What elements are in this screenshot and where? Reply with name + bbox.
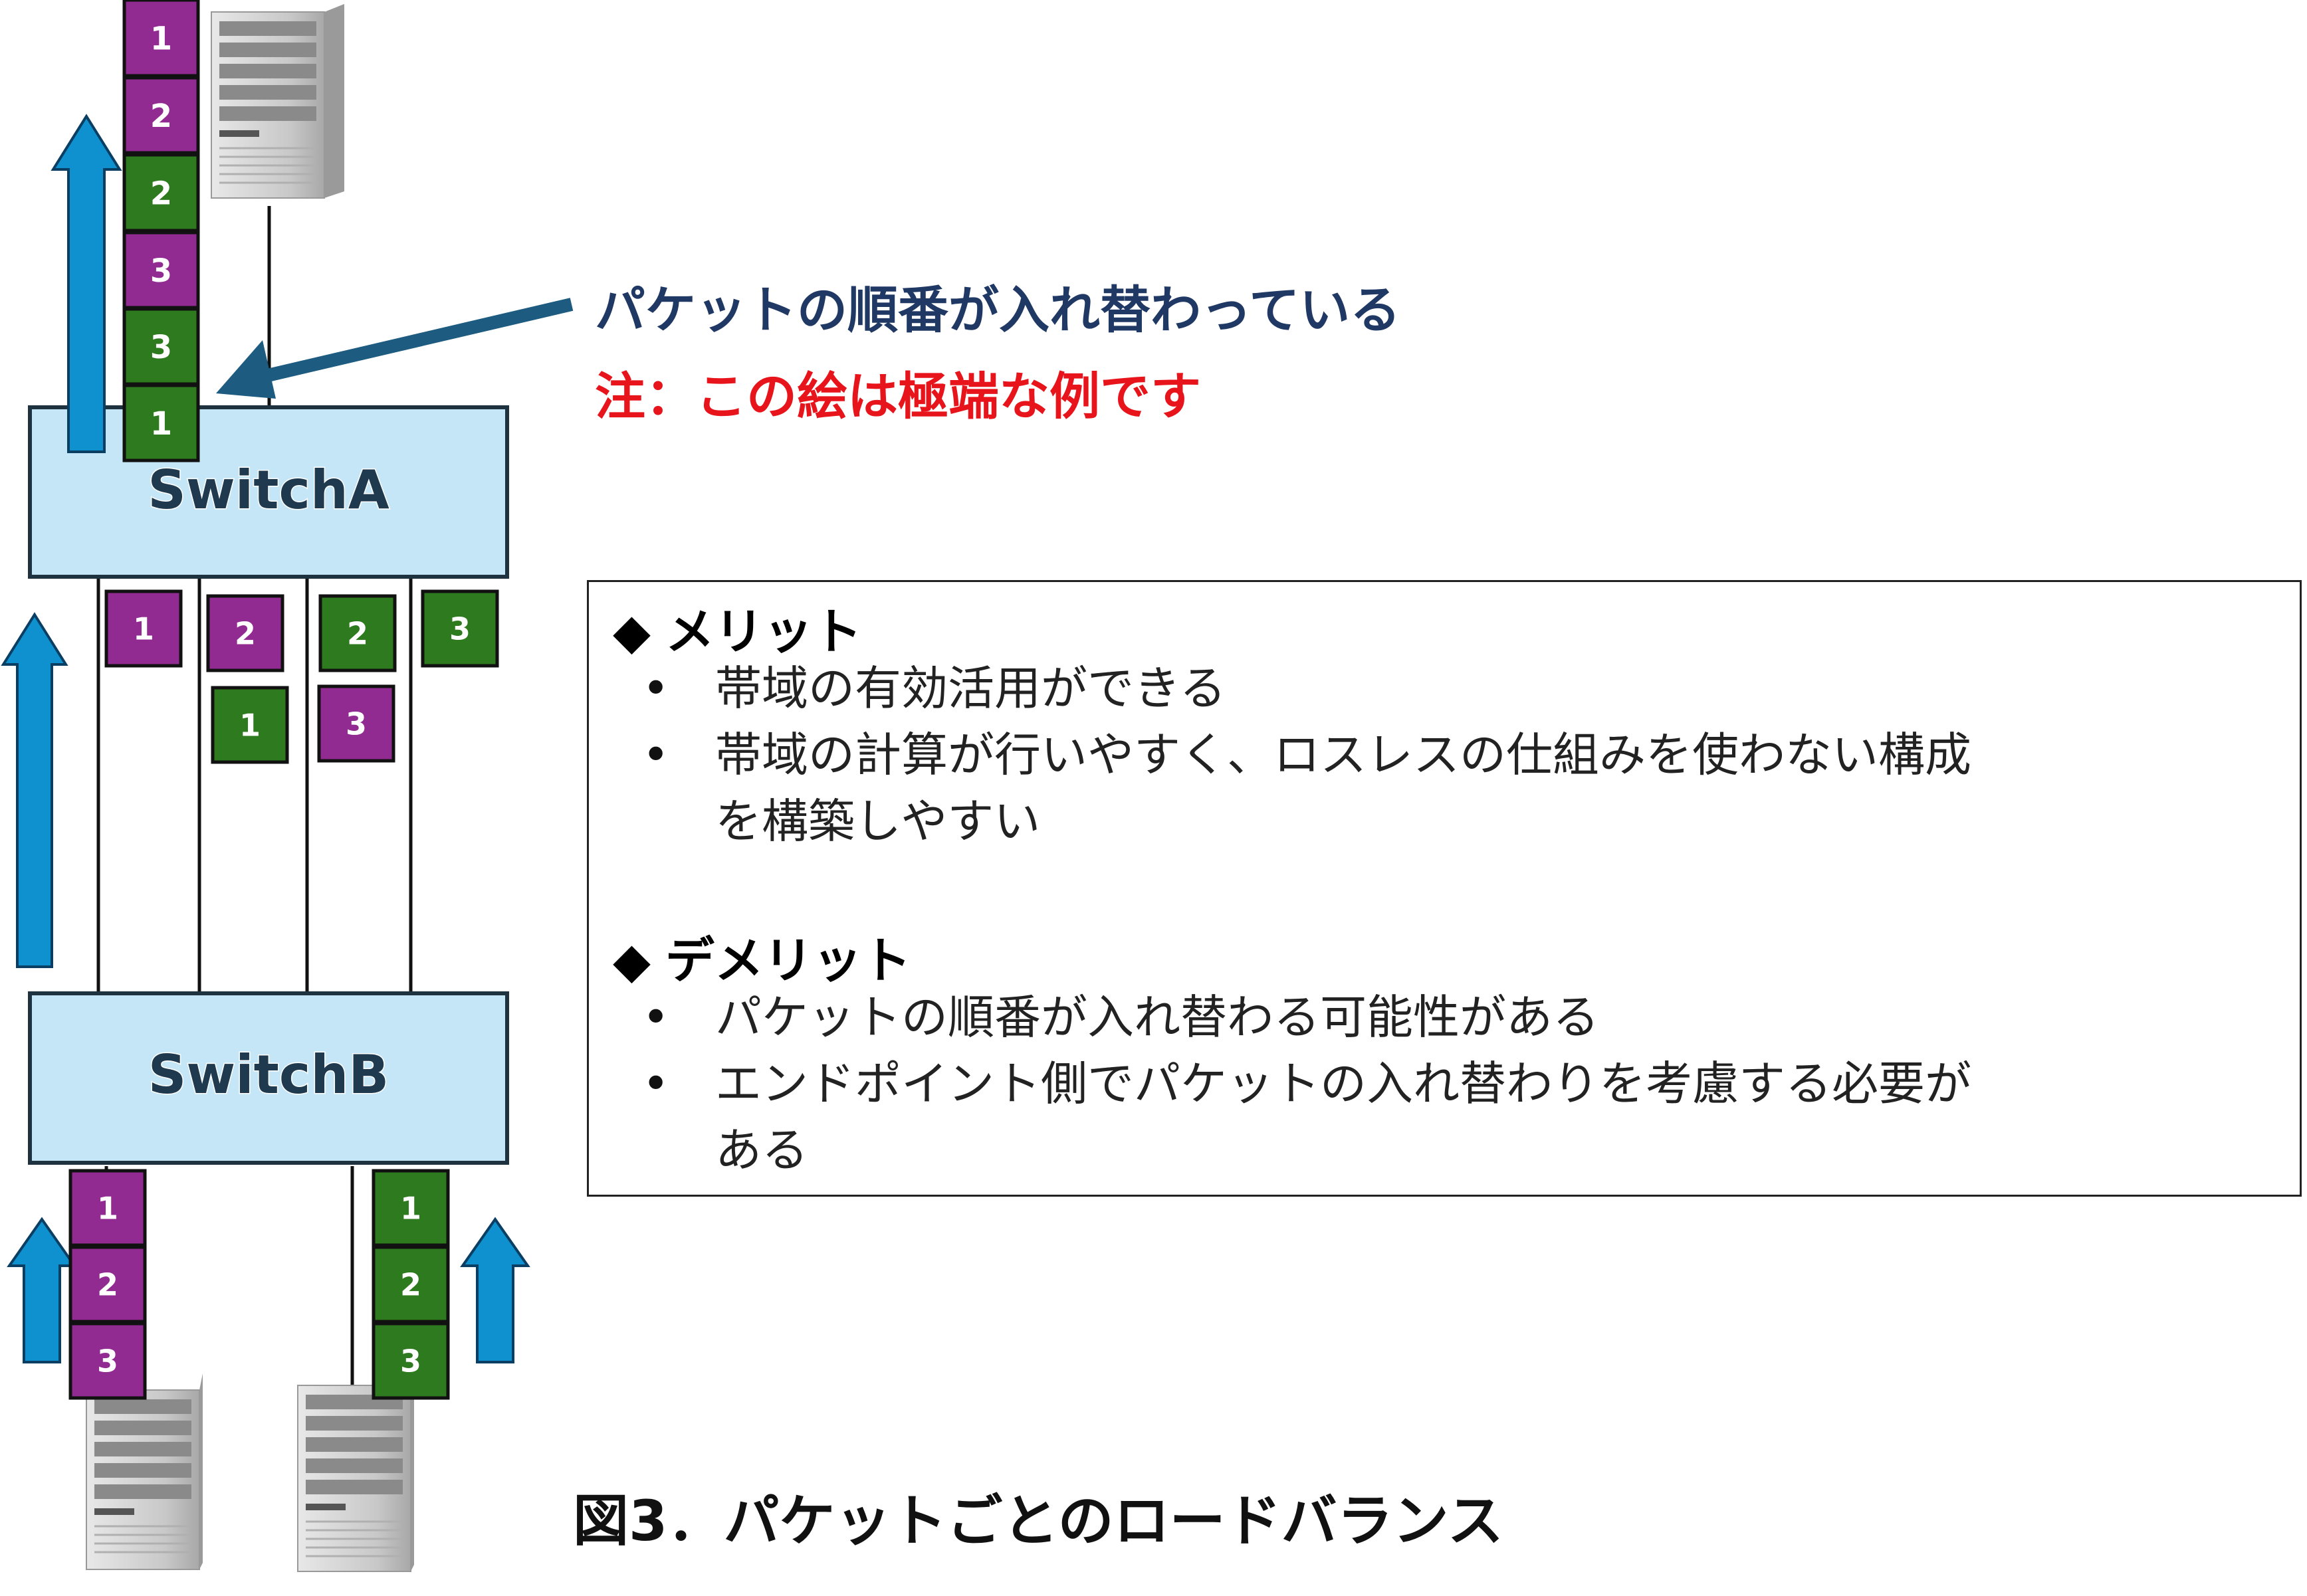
packet: 3 [421, 589, 499, 668]
packet-number: 1 [239, 708, 261, 744]
demerits-title: デメリット [665, 932, 911, 989]
demerits-heading: ◆デメリット [613, 921, 911, 992]
merit-item: 帯域の有効活用ができる [642, 655, 1971, 722]
packet-number: 3 [97, 1344, 118, 1379]
packet: 1 [68, 1169, 147, 1247]
arrow-up-icon [460, 1217, 530, 1363]
pros-cons-box: ◆メリット 帯域の有効活用ができる 帯域の計算が行いやすく、ロスレスの仕組みを使… [587, 580, 2302, 1197]
packet-number: 2 [235, 616, 256, 652]
packet: 2 [122, 153, 200, 233]
packet: 2 [122, 76, 200, 155]
packet-number: 2 [150, 175, 172, 212]
packet: 2 [68, 1245, 147, 1324]
packet: 1 [372, 1169, 450, 1247]
merit-item: 帯域の計算が行いやすく、ロスレスの仕組みを使わない構成 [642, 722, 1971, 788]
merits-heading: ◆メリット [613, 592, 862, 663]
demerit-item-continuation: ある [715, 1123, 808, 1177]
flow-arrows [1, 114, 530, 1363]
diamond-bullet-icon: ◆ [613, 603, 651, 660]
arrow-up-icon [1, 612, 68, 968]
packet: 1 [211, 686, 289, 764]
demerit-item: エンドポイント側でパケットの入れ替わりを考慮する必要が [642, 1050, 1971, 1117]
server-icon [297, 1372, 414, 1572]
pointer-arrow [216, 298, 574, 399]
packet: 1 [122, 383, 200, 462]
packet-number: 3 [346, 706, 367, 742]
packet: 2 [318, 594, 397, 672]
packet-number: 2 [400, 1267, 421, 1303]
diamond-bullet-icon: ◆ [613, 932, 651, 989]
reorder-note: パケットの順番が入れ替わっている [595, 280, 1401, 340]
caution-note: 注：この絵は極端な例です [595, 367, 1201, 426]
demerit-item: パケットの順番が入れ替わる可能性がある [642, 984, 1971, 1050]
arrow-up-icon [7, 1217, 77, 1363]
packet: 3 [122, 307, 200, 386]
switch-a: SwitchA [28, 405, 509, 579]
packet-number: 2 [347, 616, 368, 652]
packet-number: 1 [97, 1191, 118, 1227]
merits-title: メリット [665, 603, 862, 660]
merits-list: 帯域の有効活用ができる 帯域の計算が行いやすく、ロスレスの仕組みを使わない構成 … [642, 655, 1971, 854]
packet: 1 [122, 0, 200, 78]
server-icon [211, 4, 344, 199]
switch-a-label: SwitchA [148, 459, 389, 521]
packet-number: 2 [150, 98, 172, 135]
packet-number: 3 [150, 329, 172, 366]
packet-number: 1 [400, 1191, 421, 1227]
arrow-up-icon [51, 114, 122, 453]
figure-caption: 図3．パケットごとのロードバランス [573, 1488, 1503, 1553]
switch-b: SwitchB [28, 991, 509, 1165]
packet-number: 1 [150, 405, 172, 443]
switch-b-label: SwitchB [148, 1044, 389, 1106]
packet-number: 1 [133, 611, 154, 647]
packet: 3 [68, 1322, 147, 1400]
packet-number: 3 [449, 611, 471, 647]
packet: 3 [317, 684, 395, 763]
packet-number: 2 [97, 1267, 118, 1303]
merit-item-continuation: を構築しやすい [715, 794, 1041, 848]
packet: 2 [206, 594, 284, 672]
packet: 2 [372, 1245, 450, 1324]
packet: 3 [122, 231, 200, 310]
packet-number: 3 [400, 1344, 421, 1379]
server-icon [86, 1373, 203, 1570]
arrow-head-icon [216, 340, 276, 399]
packet-number: 3 [150, 252, 172, 290]
packets-layer: 1 2 2 3 3 1 1 2 1 2 3 3 1 2 3 1 2 3 [68, 0, 499, 1400]
demerits-list: パケットの順番が入れ替わる可能性がある エンドポイント側でパケットの入れ替わりを… [642, 984, 1971, 1183]
packet: 3 [372, 1322, 450, 1400]
packet-number: 1 [150, 20, 172, 57]
packet: 1 [104, 589, 183, 668]
